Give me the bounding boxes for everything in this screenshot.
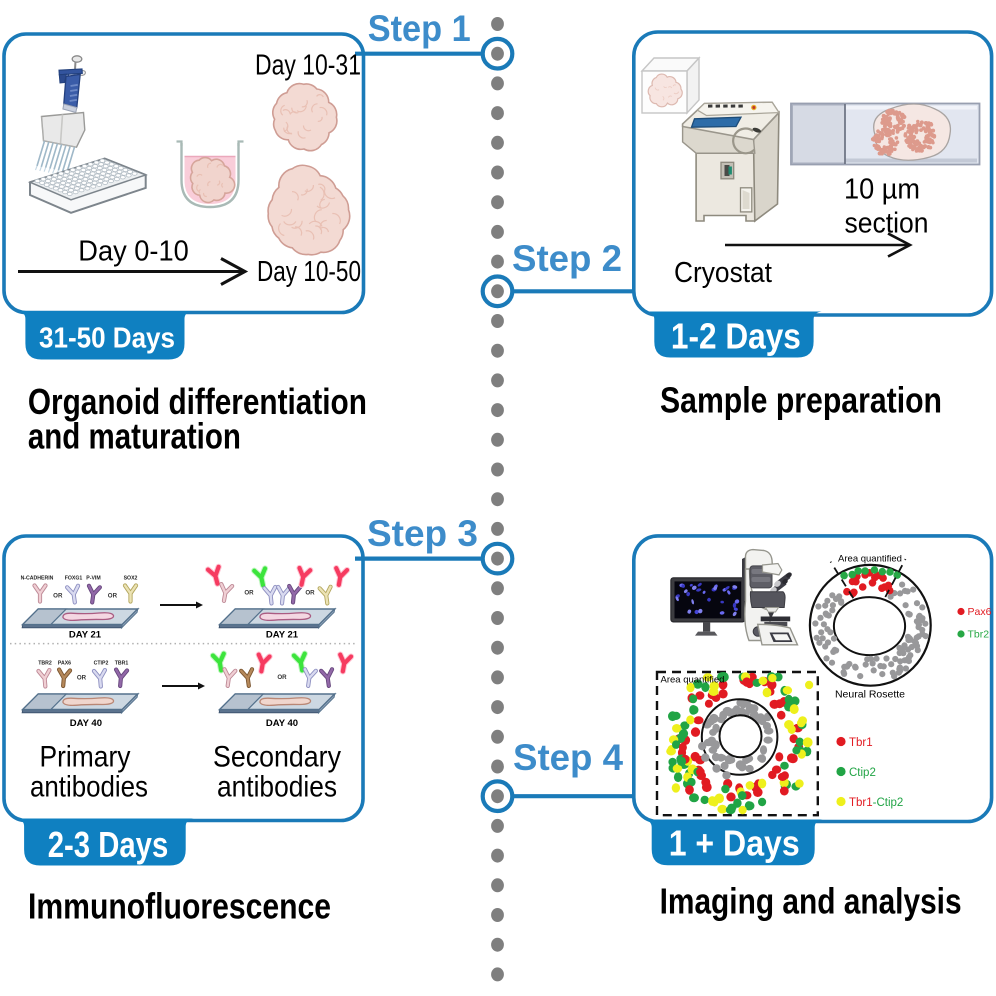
svg-text:Step 4: Step 4: [513, 737, 623, 778]
svg-text:Tbr1-Ctip2: Tbr1-Ctip2: [849, 797, 903, 809]
svg-text:antibodies: antibodies: [217, 771, 337, 804]
svg-text:Tbr2: Tbr2: [968, 629, 990, 641]
svg-text:Day 0-10: Day 0-10: [78, 236, 189, 268]
svg-text:Cryostat: Cryostat: [674, 257, 772, 289]
svg-text:DAY 40: DAY 40: [266, 718, 298, 729]
svg-text:Imaging and analysis: Imaging and analysis: [660, 881, 962, 922]
svg-text:Neural Rosette: Neural Rosette: [835, 689, 905, 701]
svg-text:FOXG1: FOXG1: [65, 576, 83, 582]
svg-text:Sample preparation: Sample preparation: [660, 380, 942, 421]
svg-text:DAY 21: DAY 21: [69, 630, 102, 641]
svg-text:PAX6: PAX6: [58, 661, 71, 667]
svg-text:Area quantified: Area quantified: [661, 675, 725, 686]
svg-text:Ctip2: Ctip2: [849, 767, 876, 779]
svg-text:31-50 Days: 31-50 Days: [39, 323, 175, 355]
svg-text:and maturation: and maturation: [28, 415, 241, 456]
svg-text:TBR1: TBR1: [115, 661, 129, 667]
svg-text:DAY 21: DAY 21: [266, 630, 299, 641]
svg-text:P-VIM: P-VIM: [86, 576, 100, 582]
svg-text:CTIP2: CTIP2: [94, 661, 109, 667]
svg-text:OR: OR: [53, 593, 63, 600]
svg-text:Tbr1: Tbr1: [849, 737, 873, 749]
svg-text:2-3 Days: 2-3 Days: [48, 824, 169, 865]
svg-text:SOX2: SOX2: [124, 576, 138, 582]
svg-text:TBR2: TBR2: [38, 661, 52, 667]
svg-text:OR: OR: [277, 674, 287, 681]
svg-text:1 + Days: 1 + Days: [669, 822, 800, 863]
svg-text:N-CADHERIN: N-CADHERIN: [21, 576, 54, 582]
svg-text:Step 1: Step 1: [368, 8, 471, 49]
svg-text:Primary: Primary: [40, 741, 131, 774]
svg-text:1-2 Days: 1-2 Days: [671, 316, 801, 357]
svg-text:Step 3: Step 3: [367, 513, 478, 554]
svg-text:section: section: [845, 208, 929, 240]
svg-text:OR: OR: [305, 589, 315, 596]
svg-text:Secondary: Secondary: [213, 741, 341, 774]
svg-text:Day 10-31: Day 10-31: [255, 50, 361, 82]
svg-text:antibodies: antibodies: [30, 771, 148, 804]
svg-text:10 µm: 10 µm: [844, 174, 920, 206]
svg-text:OR: OR: [244, 589, 254, 596]
svg-text:OR: OR: [108, 593, 118, 600]
svg-text:DAY 40: DAY 40: [70, 718, 102, 729]
svg-text:Area quantified: Area quantified: [838, 554, 902, 565]
svg-text:Day 10-50: Day 10-50: [257, 256, 361, 288]
svg-text:Organoid differentiation: Organoid differentiation: [28, 381, 367, 422]
svg-text:Immunofluorescence: Immunofluorescence: [28, 885, 331, 926]
svg-text:Pax6: Pax6: [968, 606, 992, 618]
svg-text:OR: OR: [77, 675, 87, 682]
svg-text:Step 2: Step 2: [512, 238, 622, 279]
